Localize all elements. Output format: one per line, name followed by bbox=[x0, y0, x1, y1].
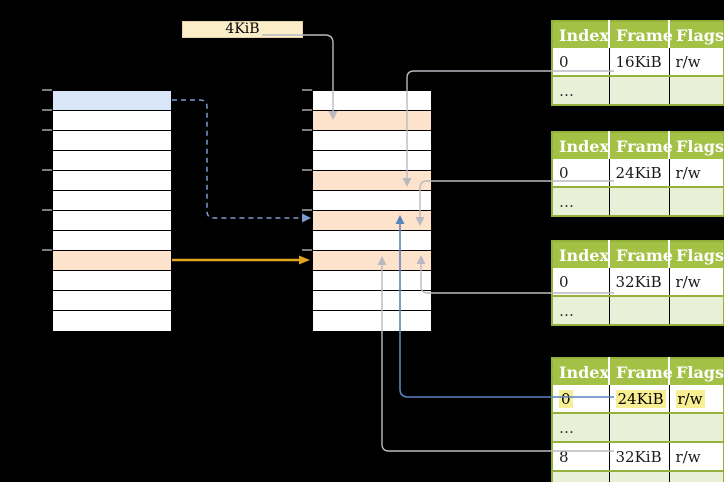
page-size-label: 4KiB bbox=[182, 21, 303, 38]
arrowhead-right-icon bbox=[299, 255, 310, 265]
tick-mark bbox=[42, 169, 52, 171]
memory-row bbox=[313, 311, 431, 331]
virtual-to-physical-dashed-arrow bbox=[172, 99, 301, 219]
memory-row bbox=[53, 191, 171, 211]
table-header-row: Index Frame Flags bbox=[552, 241, 724, 268]
page-table-3: Index Frame Flags 0 32KiB r/w … bbox=[551, 240, 724, 326]
table-row: 0 24KiB r/w bbox=[552, 159, 724, 187]
tick-mark bbox=[42, 89, 52, 91]
col-header-frame: Frame bbox=[608, 132, 673, 159]
col-header-index: Index bbox=[552, 241, 609, 268]
table-row-ellipsis: … bbox=[552, 471, 724, 482]
memory-row bbox=[313, 291, 431, 311]
table-header-row: Index Frame Flags bbox=[552, 21, 724, 48]
middle-memory-stack bbox=[312, 90, 432, 332]
memory-row bbox=[313, 271, 431, 291]
col-header-flags: Flags bbox=[668, 241, 724, 268]
memory-row bbox=[53, 231, 171, 251]
table-row: 0 32KiB r/w bbox=[552, 268, 724, 296]
col-header-index: Index bbox=[552, 358, 609, 385]
table-header-row: Index Frame Flags bbox=[552, 358, 724, 385]
arrowhead-right-icon bbox=[302, 213, 311, 223]
memory-row bbox=[53, 211, 171, 231]
memory-row bbox=[313, 151, 431, 171]
tick-mark bbox=[302, 129, 312, 131]
table-row-ellipsis: … bbox=[552, 296, 724, 325]
memory-row bbox=[313, 111, 431, 131]
highlighted-value: r/w bbox=[675, 389, 705, 408]
memory-row bbox=[313, 251, 431, 271]
memory-row bbox=[53, 271, 171, 291]
highlighted-value: 0 bbox=[559, 389, 573, 408]
tick-mark bbox=[42, 129, 52, 131]
tick-mark bbox=[302, 209, 312, 211]
left-memory-stack bbox=[52, 90, 172, 332]
memory-row bbox=[53, 251, 171, 271]
memory-row bbox=[313, 131, 431, 151]
memory-row bbox=[53, 171, 171, 191]
tick-mark bbox=[42, 109, 52, 111]
highlighted-value: 24KiB bbox=[615, 389, 666, 408]
page-table-2: Index Frame Flags 0 24KiB r/w … bbox=[551, 131, 724, 217]
memory-row bbox=[53, 311, 171, 331]
memory-row bbox=[313, 91, 431, 111]
table-row: 8 32KiB r/w bbox=[552, 442, 724, 471]
tick-mark bbox=[302, 249, 312, 251]
memory-row bbox=[313, 191, 431, 211]
col-header-index: Index bbox=[552, 21, 609, 48]
memory-row bbox=[313, 171, 431, 191]
col-header-frame: Frame bbox=[608, 21, 673, 48]
col-header-flags: Flags bbox=[668, 21, 724, 48]
memory-row bbox=[53, 91, 171, 111]
page-table-1: Index Frame Flags 0 16KiB r/w … bbox=[551, 20, 724, 106]
table-row: 0 16KiB r/w bbox=[552, 48, 724, 76]
col-header-frame: Frame bbox=[608, 358, 673, 385]
table-header-row: Index Frame Flags bbox=[552, 132, 724, 159]
memory-row bbox=[53, 131, 171, 151]
table-row-ellipsis: … bbox=[552, 76, 724, 105]
table-row-highlighted: 0 24KiB r/w bbox=[552, 385, 724, 413]
col-header-index: Index bbox=[552, 132, 609, 159]
memory-row bbox=[53, 291, 171, 311]
tick-mark bbox=[42, 209, 52, 211]
col-header-flags: Flags bbox=[668, 358, 724, 385]
tick-mark bbox=[302, 169, 312, 171]
memory-row bbox=[313, 231, 431, 251]
col-header-flags: Flags bbox=[668, 132, 724, 159]
memory-row bbox=[53, 151, 171, 171]
memory-row bbox=[53, 111, 171, 131]
tick-mark bbox=[302, 89, 312, 91]
page-table-4: Index Frame Flags 0 24KiB r/w … 8 32KiB … bbox=[551, 357, 724, 482]
table-row-ellipsis: … bbox=[552, 413, 724, 442]
col-header-frame: Frame bbox=[608, 241, 673, 268]
table-row-ellipsis: … bbox=[552, 187, 724, 216]
tick-mark bbox=[302, 109, 312, 111]
tick-mark bbox=[42, 249, 52, 251]
memory-row bbox=[313, 211, 431, 231]
